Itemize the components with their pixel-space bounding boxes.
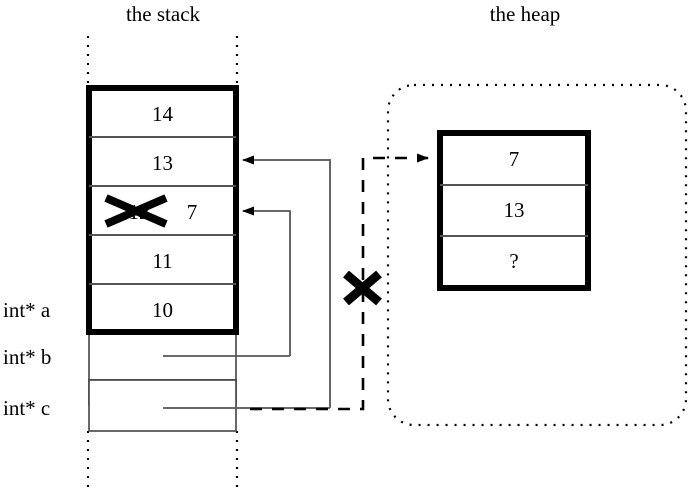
heap-title: the heap <box>489 2 561 26</box>
variable-label-a: int* a <box>3 298 51 322</box>
stack-cell-value-3: 11 <box>152 249 173 273</box>
stack-var-cell-c <box>88 379 237 432</box>
arrow-b-to-cell <box>242 206 291 356</box>
heap-cell-value-0: 7 <box>508 147 520 171</box>
broken-pointer-to-heap <box>250 153 429 411</box>
stack-frame-box <box>86 85 239 335</box>
variable-label-b: int* b <box>3 345 52 369</box>
stack-cell-value-4: 10 <box>152 298 173 322</box>
heap-block-box <box>437 130 591 291</box>
variable-label-c: int* c <box>3 396 51 420</box>
arrow-c-to-cell <box>242 155 331 408</box>
stack-cell-value-2-new: 7 <box>186 200 198 224</box>
stack-title: the stack <box>125 2 201 26</box>
heap-cell-value-2: ? <box>509 249 519 273</box>
stack-cell-value-0: 14 <box>152 102 173 126</box>
stack-cell-value-2-struck: 12 <box>128 200 150 224</box>
stack-cell-value-1: 13 <box>152 151 173 175</box>
heap-boundary <box>386 83 688 427</box>
broken-pointer-x-icon <box>343 270 382 306</box>
heap-cell-value-1: 13 <box>503 198 525 222</box>
struck-value-x-icon <box>104 194 168 228</box>
